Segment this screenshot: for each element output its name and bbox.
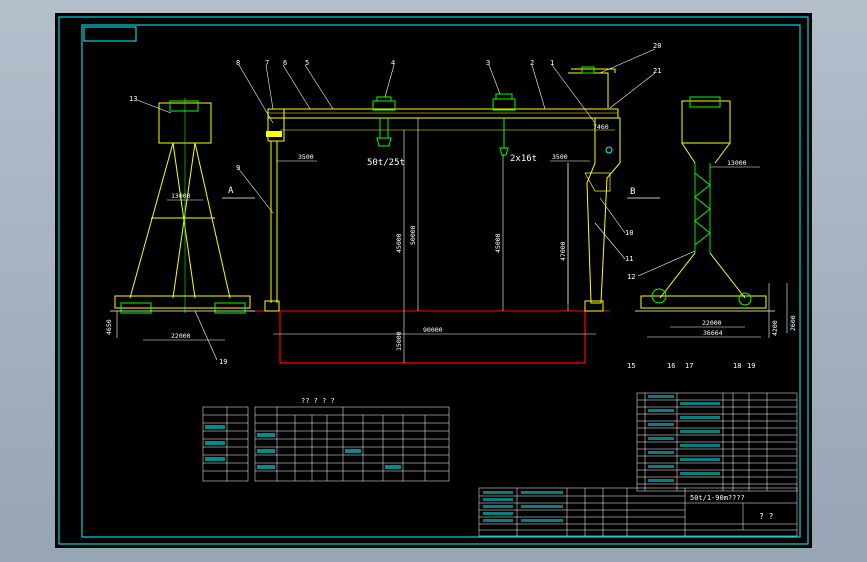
left-view-bogie-1 — [120, 302, 152, 314]
section-label-b: B — [630, 187, 635, 197]
aux-trolley-top — [495, 93, 513, 100]
aux-trolley — [492, 98, 516, 111]
left-view-trolley — [169, 100, 199, 112]
dim-13000-left: 13000 — [171, 192, 191, 200]
callout-2: 2 — [530, 59, 534, 67]
dim-4650: 4650 — [105, 319, 113, 335]
technical-table-fill — [205, 425, 401, 469]
parts-list-table — [636, 392, 798, 492]
dim-90000: 90000 — [423, 326, 443, 334]
section-label-a: A — [228, 186, 234, 196]
left-leg-cap — [266, 131, 282, 137]
callout-15: 15 — [627, 362, 635, 370]
main-girder — [267, 108, 619, 119]
right-rigid-leg — [586, 117, 621, 304]
callout-leaders — [237, 48, 656, 260]
right-view-wheel-2 — [738, 292, 752, 306]
main-hook — [376, 137, 392, 147]
left-view-bogie-2 — [214, 302, 246, 314]
drawing-sheet: 1 2 3 4 5 6 7 8 9 10 11 12 13 15 16 17 1… — [55, 13, 812, 548]
dim-22000-right: 22000 — [702, 319, 722, 327]
dim-13000-right: 13000 — [727, 159, 747, 167]
left-leg-head — [267, 108, 285, 142]
left-wheel — [264, 300, 280, 312]
title-block — [478, 487, 798, 537]
right-view-sill — [640, 295, 767, 309]
drawing-name: 50t/1-90m???? — [690, 494, 745, 502]
hook-capacity-main: 50t/25t — [367, 158, 405, 168]
callout-4: 4 — [391, 59, 395, 67]
dim-45000: 45000 — [395, 233, 403, 253]
callout-3: 3 — [486, 59, 490, 67]
gantry-crane-drawing: 1 2 3 4 5 6 7 8 9 10 11 12 13 15 16 17 1… — [58, 16, 809, 545]
foundation-pit — [279, 311, 586, 364]
dim-50000: 50000 — [409, 225, 417, 245]
right-view-legs — [659, 252, 746, 299]
right-view-leader-12 — [637, 250, 696, 277]
parts-list-fill — [648, 395, 720, 482]
callout-19-left: 19 — [219, 358, 227, 366]
dim-7460: 7460 — [593, 123, 609, 131]
callout-20: 20 — [653, 42, 661, 50]
callout-16: 16 — [667, 362, 675, 370]
callout-8: 8 — [236, 59, 240, 67]
left-view-leader-13 — [136, 99, 172, 114]
callout-9: 9 — [236, 164, 240, 172]
callout-11: 11 — [625, 255, 633, 263]
left-view-a-frame — [129, 142, 231, 299]
callout-6: 6 — [283, 59, 287, 67]
right-view-taper — [681, 142, 731, 164]
dim-22000-left: 22000 — [171, 332, 191, 340]
operator-cab — [605, 146, 613, 154]
dim-4200: 4200 — [771, 320, 779, 336]
dim-2600: 2600 — [789, 315, 797, 331]
technical-parameter-table — [202, 406, 450, 482]
left-view-sill — [114, 295, 251, 309]
left-view-leader-19 — [194, 310, 218, 361]
front-elevation — [222, 48, 660, 364]
right-view-trolley — [689, 96, 721, 108]
callout-1: 1 — [550, 59, 554, 67]
reference-box — [83, 26, 137, 42]
callout-12: 12 — [627, 273, 635, 281]
outer-frame — [58, 16, 809, 545]
right-wheel — [584, 300, 604, 312]
right-view-lattice-column — [694, 163, 711, 253]
callout-21: 21 — [653, 67, 661, 75]
left-side-view — [110, 98, 255, 361]
dim-45000b: 45000 — [494, 233, 502, 253]
dim-15000: 15000 — [395, 331, 403, 351]
jib-hoist — [581, 66, 595, 74]
right-view-header — [681, 100, 731, 144]
callout-10: 10 — [625, 229, 633, 237]
dim-3500-right: 3500 — [552, 153, 568, 161]
callout-19: 19 — [747, 362, 755, 370]
dim-47000: 47000 — [559, 241, 567, 261]
dim-3500-left: 3500 — [298, 153, 314, 161]
inner-frame — [81, 24, 801, 538]
main-trolley-top — [376, 96, 392, 102]
callout-18: 18 — [733, 362, 741, 370]
right-side-view — [635, 96, 788, 338]
callout-17: 17 — [685, 362, 693, 370]
technical-notes-title: ?? ? ? ? — [301, 397, 335, 405]
drawing-code: ? ? — [759, 512, 774, 521]
callout-7: 7 — [265, 59, 269, 67]
maintenance-jib — [568, 68, 616, 108]
title-block-fill — [483, 491, 563, 522]
callout-13: 13 — [129, 95, 137, 103]
callout-5: 5 — [305, 59, 309, 67]
hook-capacity-aux: 2x16t — [510, 154, 537, 164]
dim-36664: 36664 — [703, 329, 723, 337]
aux-hook — [499, 147, 509, 156]
right-view-wheel-1 — [651, 288, 667, 304]
right-leg-brace — [584, 172, 611, 192]
